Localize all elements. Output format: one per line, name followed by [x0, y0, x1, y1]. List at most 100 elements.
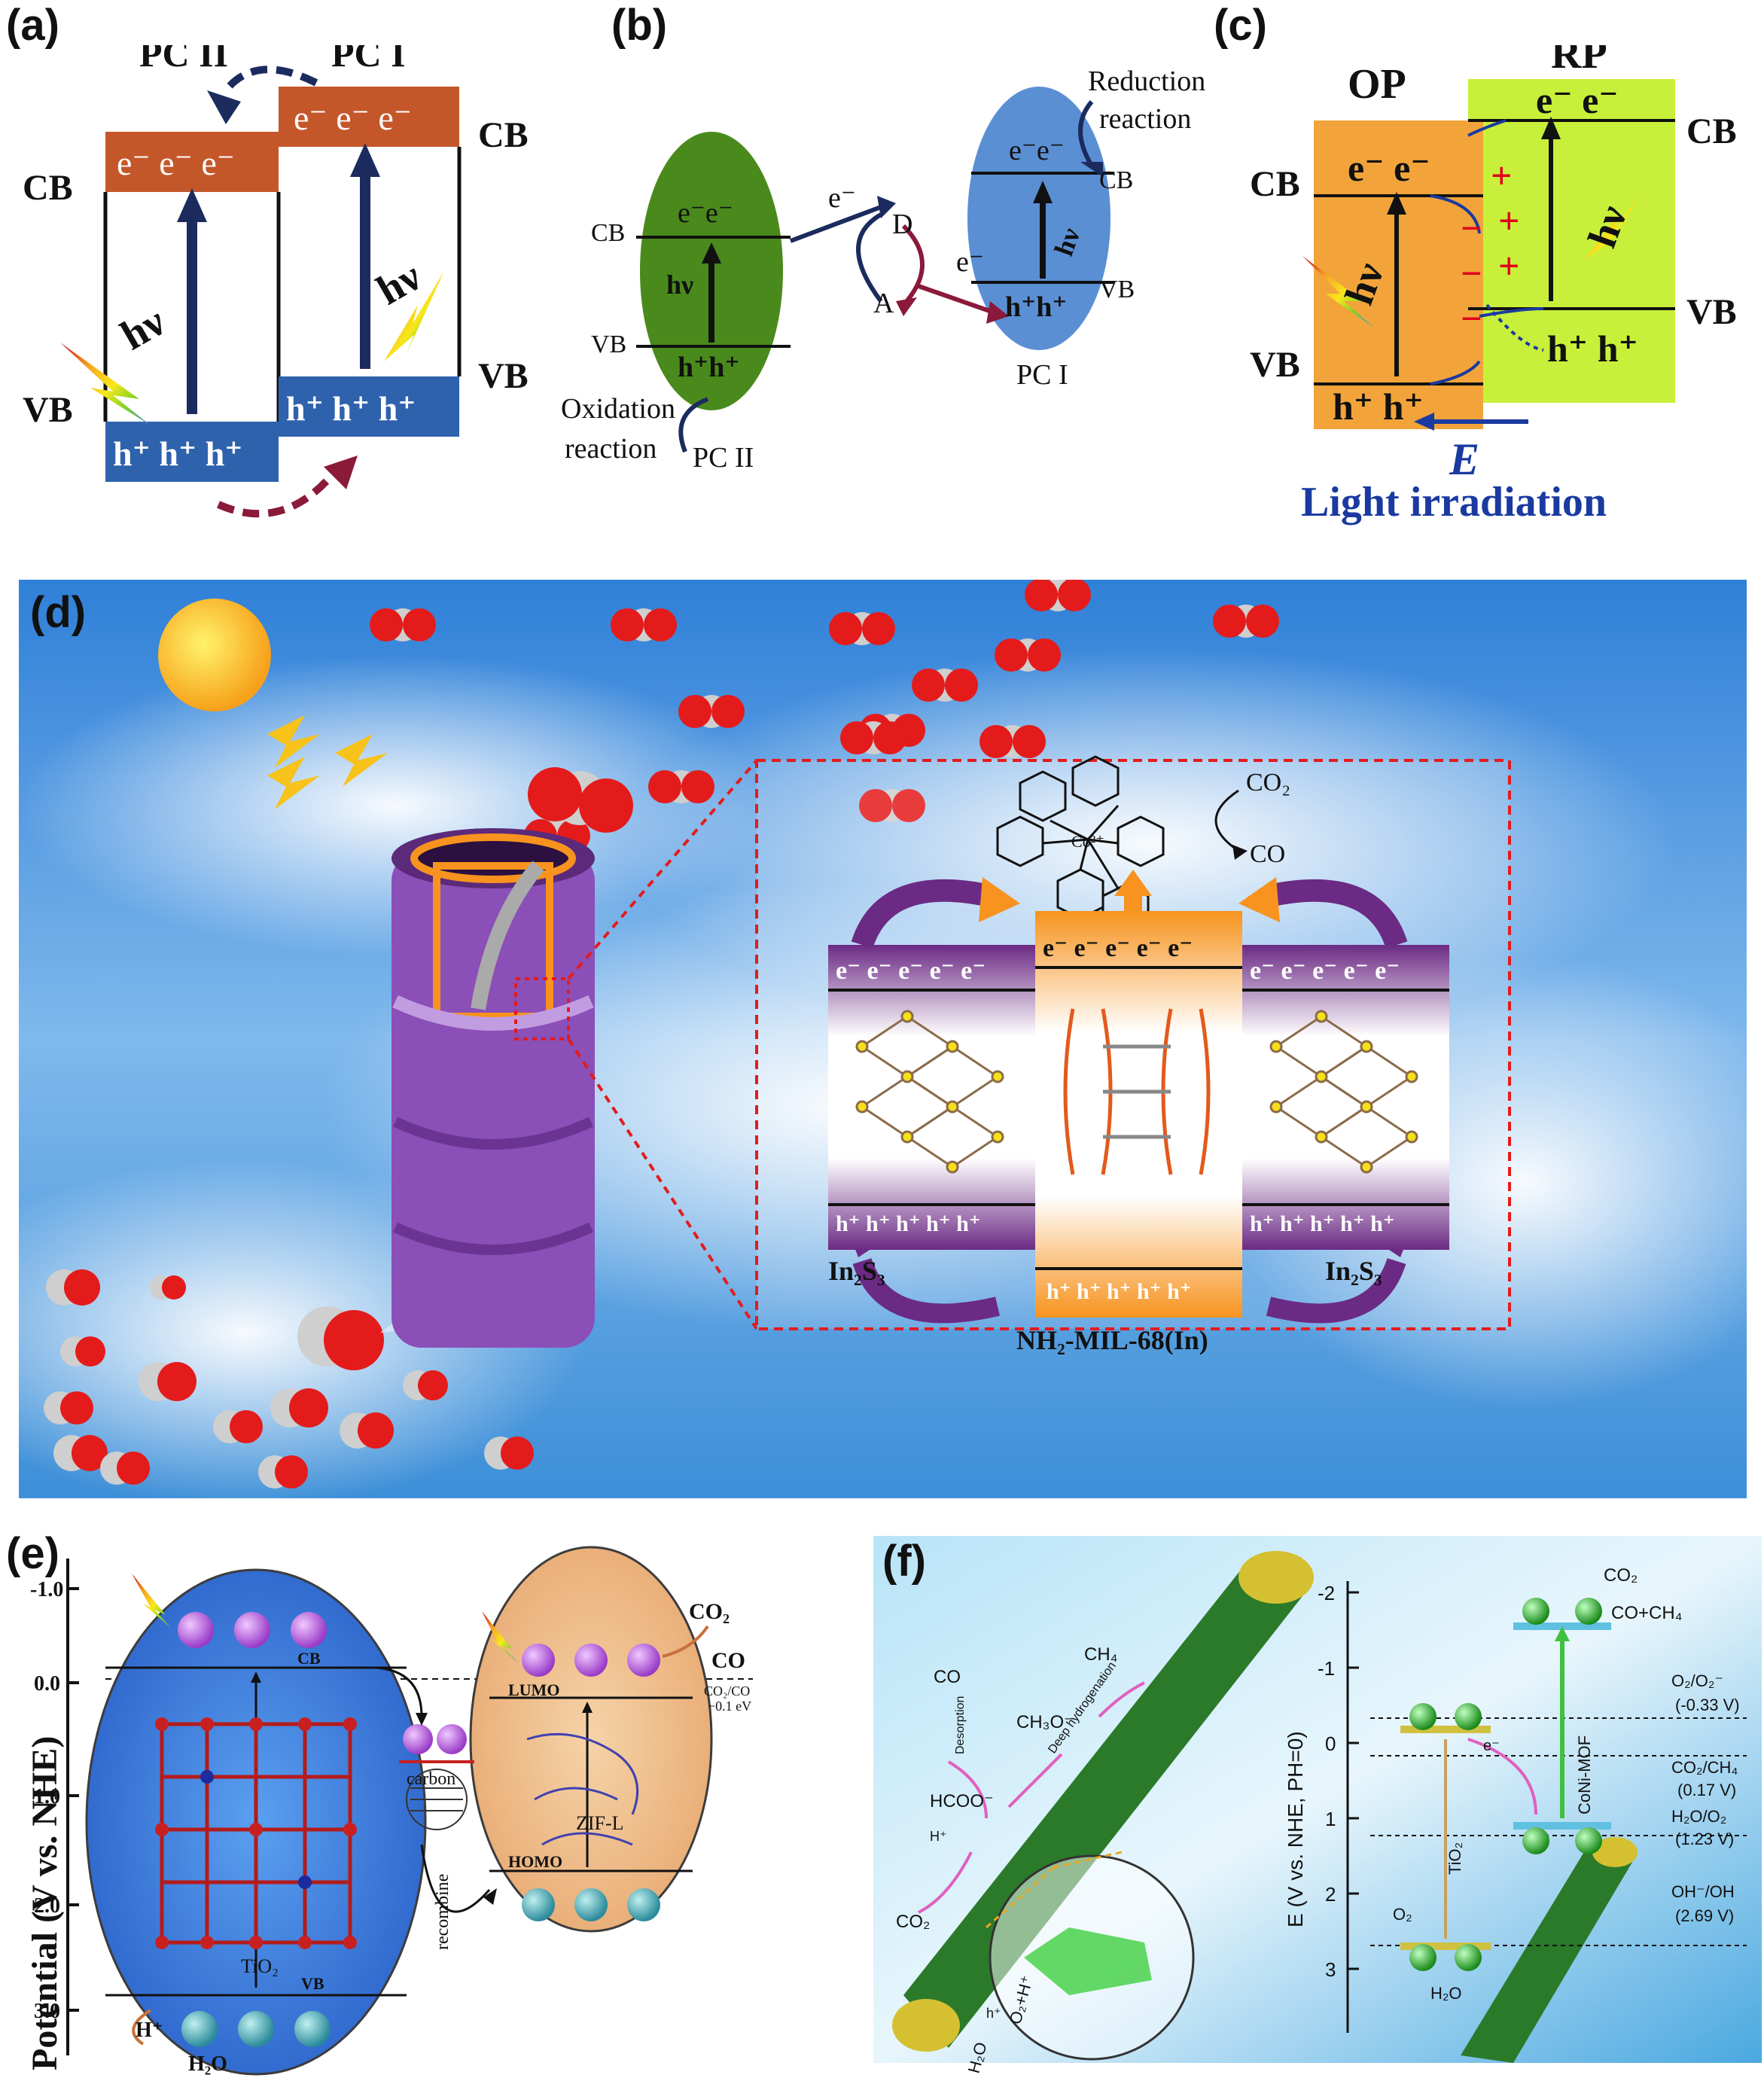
co2-large-molecule-icon [528, 767, 633, 833]
co2-molecule-icon [829, 612, 895, 645]
f-r4v: (2.69 V) [1675, 1906, 1734, 1925]
c-plus2: + [1498, 200, 1520, 242]
e-redox2: −0.1 eV [708, 1699, 751, 1714]
b-pc1: PC I [1016, 359, 1068, 391]
light-bolt-icon [384, 271, 444, 361]
lightning-icon [267, 715, 320, 768]
d-in2s3-left: In₂S₃ [828, 1256, 885, 1286]
pc1-ellipse [967, 87, 1110, 350]
light-bolt-icon [132, 1574, 173, 1630]
c-cb-right: CB [1686, 111, 1737, 151]
f-tick-1: 1 [1325, 1808, 1336, 1830]
c-e2-rp: e⁻ e⁻ [1536, 79, 1619, 121]
co2-molecule-icon [859, 789, 925, 822]
co2-molecule-icon [840, 721, 906, 754]
c-plus3: + [1498, 245, 1520, 287]
f-hole-ball [1522, 1827, 1549, 1854]
c-efield: E [1449, 434, 1479, 484]
e-cb: CB [297, 1649, 321, 1668]
c-e2-op: e⁻ e⁻ [1348, 147, 1430, 189]
e-lumo: LUMO [508, 1680, 559, 1699]
co-molecule-icon [484, 1437, 534, 1470]
e-electron-ball [291, 1612, 327, 1648]
pc2-vb-band [105, 422, 279, 482]
in2s3-lattice-right [1269, 1010, 1418, 1174]
e-zifl: ZIF-L [576, 1812, 624, 1834]
e-hole-ball [627, 1888, 660, 1921]
f-r2v: (0.17 V) [1677, 1781, 1736, 1799]
b-ox2: reaction [565, 433, 657, 465]
b-e-arrow1: e⁻ [828, 182, 856, 214]
b-ox1: Oxidation [561, 393, 675, 425]
c-vb-right: VB [1686, 292, 1737, 332]
co-molecule-icon [403, 1370, 448, 1400]
vb-label-right: VB [478, 356, 529, 396]
co-molecule-icon [100, 1452, 150, 1485]
c-minus2: − [1461, 252, 1482, 294]
f-tio2: TiO₂ [1446, 1842, 1464, 1875]
c-minus3: − [1461, 297, 1482, 340]
b-cb-left: CB [591, 219, 625, 247]
b-vb-right: VB [1099, 276, 1135, 303]
e-electron-ball [627, 1644, 660, 1677]
e-electron-ball [574, 1644, 608, 1677]
co-molecule-icon [53, 1435, 108, 1471]
zifl-framework [526, 1732, 639, 1846]
pc2-label: PC II [139, 45, 228, 75]
f-hole-ball [1455, 1944, 1482, 1971]
e-tick-3: 3.0 [34, 2000, 60, 2023]
d-mof-label: NH₂-MIL-68(In) [1016, 1325, 1208, 1355]
f-co2-left: CO₂ [896, 1912, 930, 1932]
e-recombine: recombine [433, 1874, 452, 1950]
e-tick-2: 2.0 [34, 1894, 60, 1918]
d-e5-right: e⁻ e⁻ e⁻ e⁻ e⁻ [1250, 957, 1400, 985]
panel-a-diagram: PC II PC I CB CB VB VB e⁻ e⁻ e⁻ e⁻ e⁻ e⁻… [23, 45, 529, 518]
e-tio2: TiO₂ [241, 1955, 279, 1977]
c-plus1: + [1491, 154, 1513, 197]
e-electron-ball [178, 1612, 214, 1648]
co2-molecule-icon [611, 608, 677, 641]
f-hp: h⁺ [986, 2006, 1001, 2021]
d-co: CO [1250, 840, 1285, 868]
panel-label-b: (b) [611, 1, 668, 50]
c-rp: RP [1551, 45, 1607, 78]
d-e5-left: e⁻ e⁻ e⁻ e⁻ e⁻ [836, 957, 986, 985]
panel-label-e: (e) [6, 1529, 59, 1578]
pc1-cb-band [279, 87, 459, 147]
e-electron-ball [522, 1644, 555, 1677]
tio2-atoms [155, 1717, 357, 1949]
panel-f-diagram: -2 -1 0 1 2 3 E (V vs. NHE, PH=0) CO₂ CO… [873, 1536, 1762, 2075]
light-bolt-icon [1585, 192, 1641, 260]
co-molecule-icon [340, 1412, 394, 1449]
e-co2: CO₂ [689, 1599, 730, 1624]
co2-molecule-icon [1025, 580, 1091, 611]
co2-molecule-icon [370, 608, 436, 641]
co-molecule-icon [213, 1410, 263, 1443]
e-vb: VB [301, 1974, 324, 1993]
hv-label-left: hν [113, 298, 173, 360]
co2-molecule-icon [912, 669, 978, 702]
f-eminus: e⁻ [1483, 1738, 1500, 1754]
e-redox1: CO₂/CO [704, 1683, 750, 1699]
e-ylabel: Potential (V vs. NHE) [25, 1736, 65, 2070]
pc1-vb-band [279, 376, 459, 437]
e-co: CO [711, 1648, 745, 1673]
panel-label-f: (f) [882, 1537, 926, 1586]
c-op: OP [1348, 61, 1406, 108]
f-o2: O₂ [1393, 1905, 1412, 1924]
d-h5-left: h⁺ h⁺ h⁺ h⁺ h⁺ [836, 1211, 981, 1236]
cb-label-left: CB [23, 168, 73, 208]
light-bolt-icon [1302, 256, 1374, 328]
f-r3v: (1.23 V) [1675, 1830, 1734, 1848]
e-hole-ball [294, 2011, 331, 2047]
cb-label-right: CB [478, 115, 529, 155]
panel-c-diagram: OP RP CB VB CB VB e⁻ e⁻ e⁻ e⁻ h⁺ h⁺ h⁺ h… [1250, 45, 1737, 526]
b-acceptor: A [873, 288, 894, 319]
c-cb-left: CB [1250, 164, 1300, 204]
co-molecule-icon [258, 1455, 308, 1488]
up-arrow-icon [1114, 870, 1152, 896]
co-molecule-icon [139, 1362, 197, 1401]
f-r4: OH⁻/OH [1671, 1882, 1735, 1901]
pc2-cb-band [105, 132, 279, 192]
f-co2: CO₂ [1604, 1565, 1638, 1586]
